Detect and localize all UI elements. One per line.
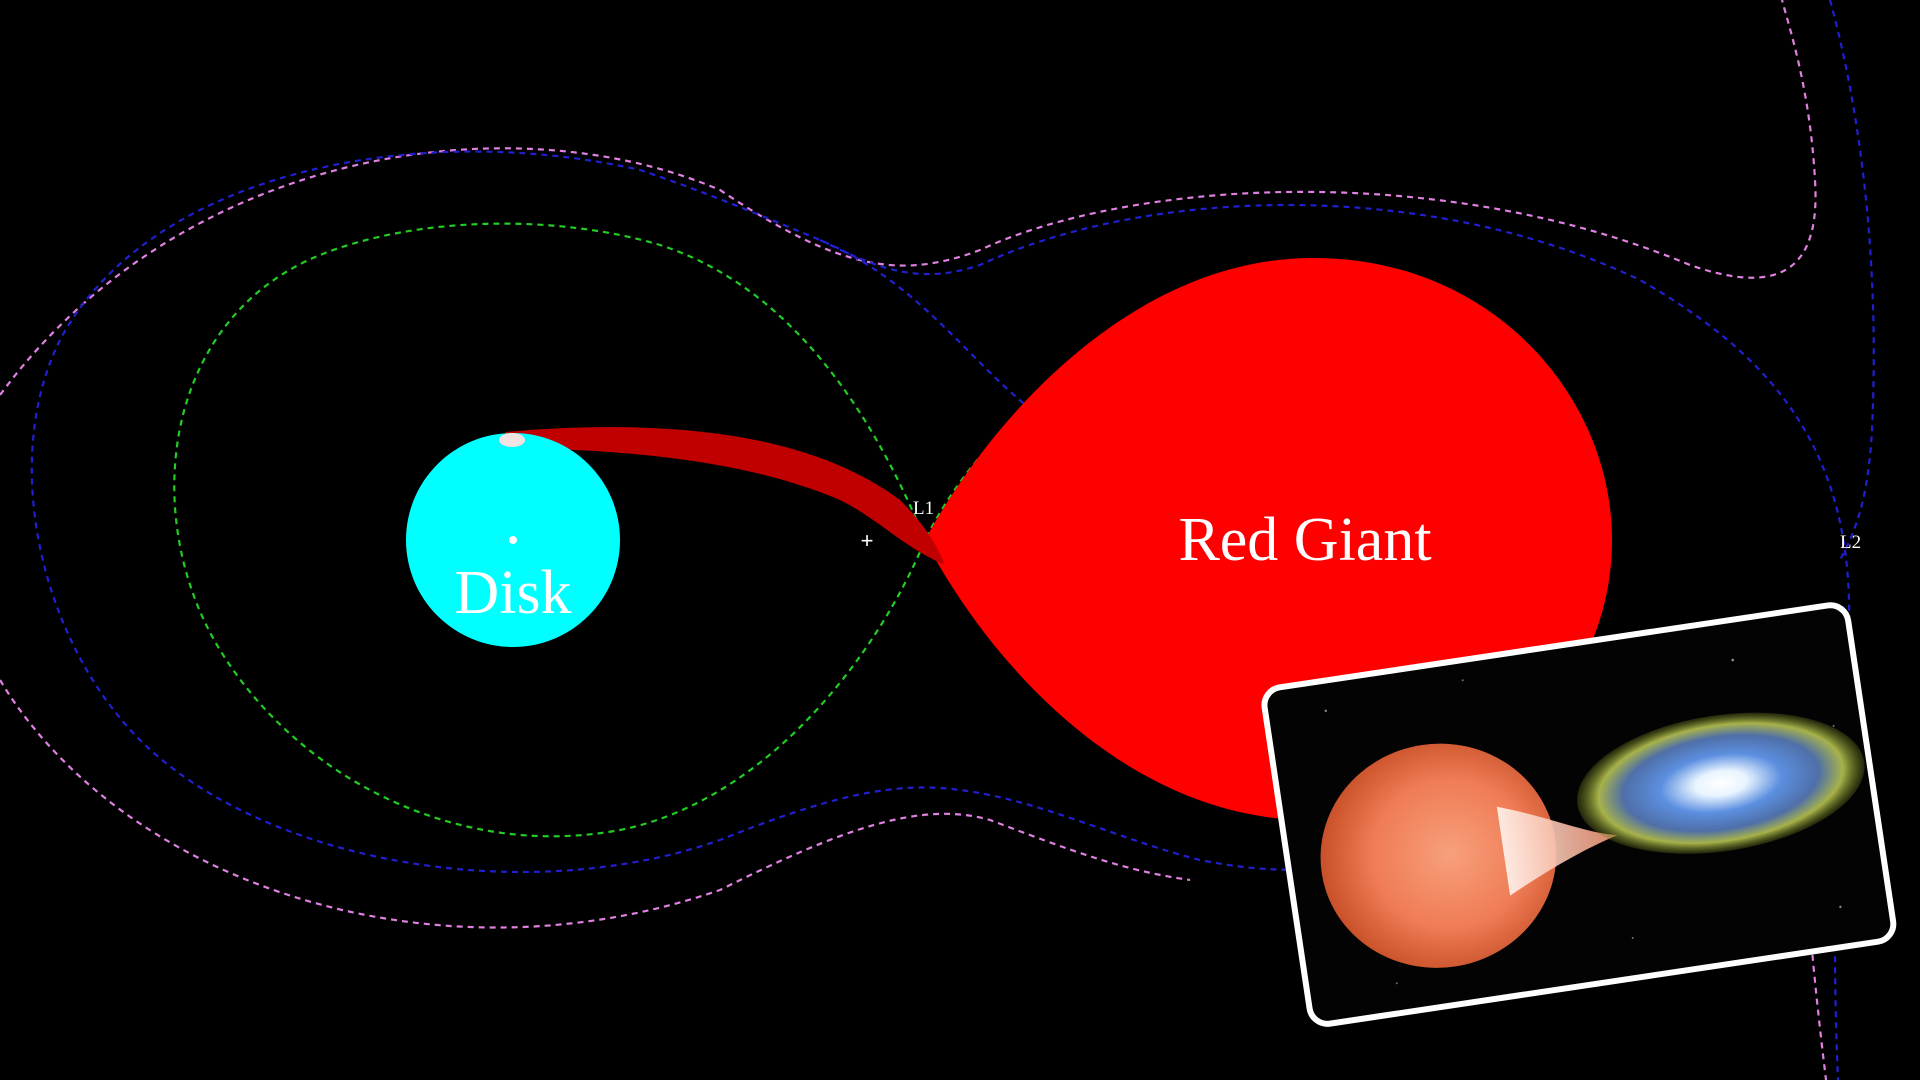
inner-potential-contour — [30, 150, 1421, 874]
donor-star-illustration — [1320, 743, 1557, 968]
illustrated-stream — [1496, 806, 1618, 896]
inner-potential-contour-top-right — [1828, 0, 1875, 561]
accretor-center-dot — [509, 536, 517, 544]
roche-lobe-boundary — [173, 222, 1061, 838]
inset-frame — [1261, 602, 1897, 1027]
illustrated-accretion-disk — [1577, 712, 1865, 854]
red-giant-label: Red Giant — [1178, 506, 1431, 574]
outer-potential-contour — [0, 0, 1817, 396]
l2-label: L2 — [1840, 532, 1861, 553]
outer-potential-contour-lower — [0, 679, 1191, 929]
disk-label: Disk — [454, 559, 571, 627]
center-of-mass-marker: + — [861, 528, 874, 553]
artist-impression-inset — [1261, 602, 1897, 1027]
l1-label: L1 — [913, 498, 934, 519]
hot-spot — [499, 433, 525, 447]
